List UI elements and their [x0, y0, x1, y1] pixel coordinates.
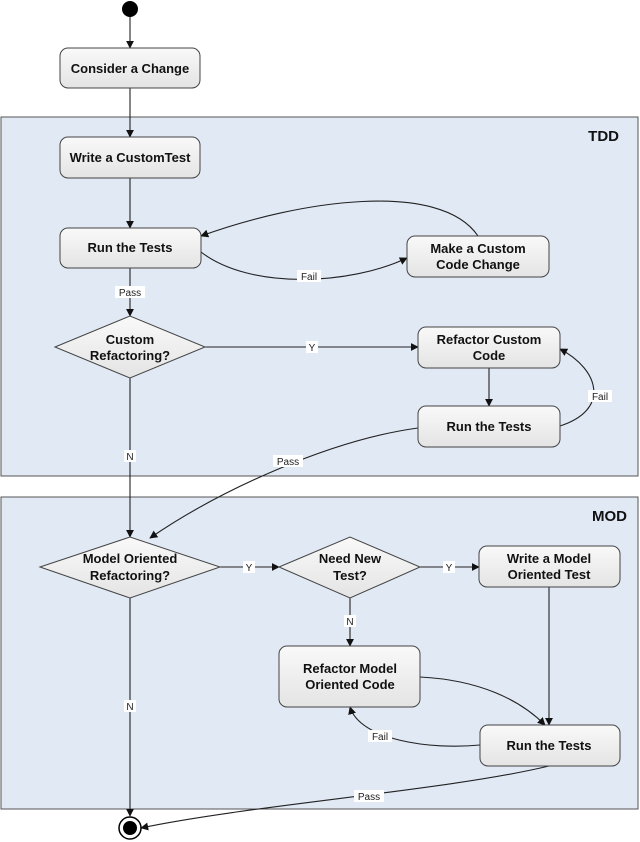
node-model-oriented-refactoring-label-2: Refactoring?: [90, 568, 170, 583]
edge-label-pass-2: Pass: [277, 457, 299, 468]
node-write-model-test-label-1: Write a Model: [507, 551, 591, 566]
edge-custom-change-to-run-tests: [200, 200, 479, 238]
node-custom-refactoring-label-1: Custom: [106, 332, 154, 347]
node-make-custom-change: Make a Custom Code Change: [406, 235, 550, 278]
node-run-tests-3-label: Run the Tests: [507, 738, 592, 753]
node-run-tests-1: Run the Tests: [59, 227, 202, 269]
node-run-tests-2: Run the Tests: [417, 405, 561, 448]
node-refactor-model-code: Refactor Model Oriented Code: [278, 645, 421, 708]
mod-lane-title: MOD: [592, 508, 627, 525]
edge-labels: Fail Pass Y Fail N Pass Y Y N N Fail Pas…: [115, 270, 612, 803]
edge-label-fail-2: Fail: [592, 392, 608, 403]
tdd-lane-title: TDD: [588, 128, 619, 145]
node-write-custom-test: Write a CustomTest: [59, 136, 201, 179]
node-make-custom-change-label-2: Code Change: [436, 257, 520, 272]
edge-run-tests-pass-to-model-refactoring: [149, 427, 419, 539]
node-run-tests-1-label: Run the Tests: [88, 240, 173, 255]
node-refactor-custom-code-label-1: Refactor Custom: [437, 332, 542, 347]
node-refactor-model-code-label-2: Oriented Code: [305, 677, 395, 692]
node-write-custom-test-label: Write a CustomTest: [70, 150, 192, 165]
node-model-oriented-refactoring-label-1: Model Oriented: [83, 551, 178, 566]
node-need-new-test: Need New Test?: [277, 536, 422, 599]
edge-label-fail-1: Fail: [301, 272, 317, 283]
edge-run-tests-fail-to-refactor: [559, 348, 595, 427]
start-node: [122, 1, 138, 17]
edge-label-fail-3: Fail: [372, 732, 388, 743]
node-need-new-test-label-1: Need New: [319, 551, 382, 566]
end-node: [118, 816, 142, 840]
node-need-new-test-label-2: Test?: [333, 568, 367, 583]
node-refactor-model-code-label-1: Refactor Model: [303, 661, 397, 676]
edge-label-pass-3: Pass: [358, 792, 380, 803]
node-custom-refactoring: Custom Refactoring?: [53, 315, 207, 379]
edge-run-tests-fail-to-refactor-model: [348, 706, 481, 747]
edge-label-yes-custom: Y: [309, 343, 316, 354]
node-run-tests-2-label: Run the Tests: [447, 419, 532, 434]
edge-label-pass-1: Pass: [119, 288, 141, 299]
node-consider-change: Consider a Change: [59, 47, 201, 89]
edge-run-tests-pass-to-end: [140, 765, 550, 831]
edge-label-no-test: N: [346, 617, 353, 628]
node-write-model-test: Write a Model Oriented Test: [478, 545, 621, 588]
node-make-custom-change-label-1: Make a Custom: [430, 241, 525, 256]
node-refactor-custom-code: Refactor Custom Code: [417, 326, 561, 369]
node-model-oriented-refactoring: Model Oriented Refactoring?: [38, 536, 222, 599]
edge-refactor-model-to-run-tests: [419, 676, 546, 726]
edge-label-no-model: N: [126, 702, 133, 713]
node-consider-change-label: Consider a Change: [71, 61, 189, 76]
edge-label-yes-model: Y: [246, 563, 253, 574]
node-refactor-custom-code-label-2: Code: [473, 348, 506, 363]
edge-label-no-custom: N: [126, 452, 133, 463]
node-write-model-test-label-2: Oriented Test: [508, 567, 592, 582]
node-custom-refactoring-label-2: Refactoring?: [90, 348, 170, 363]
edge-label-yes-test: Y: [446, 563, 453, 574]
node-run-tests-3: Run the Tests: [479, 724, 621, 767]
